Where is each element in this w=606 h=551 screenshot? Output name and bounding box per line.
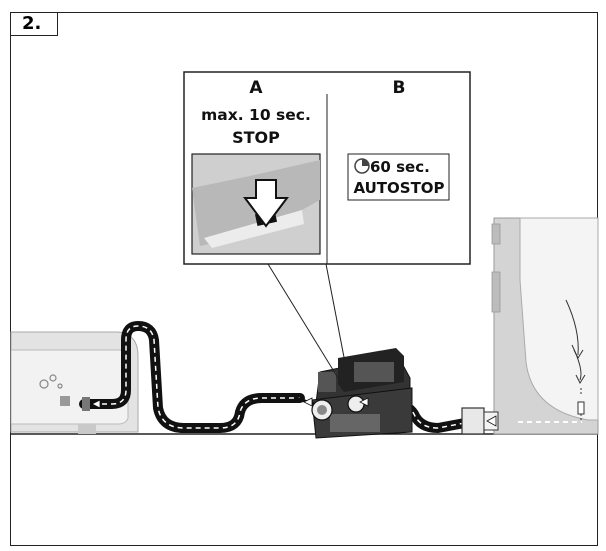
- pool: [491, 217, 599, 435]
- panel-a-label: A: [249, 78, 263, 98]
- callout-leader: [267, 263, 339, 379]
- down-arrow-icon: [243, 179, 289, 228]
- step-number: 2.: [10, 12, 58, 36]
- stop-button-inset: [191, 153, 321, 255]
- flow-arrow-icon: [486, 415, 497, 427]
- bubble-icon: [39, 379, 49, 389]
- panel-a-stop: STOP: [232, 128, 280, 147]
- panel-b-autostop: AUTOSTOP: [353, 179, 445, 197]
- panel-b-timer: 60 sec.: [370, 158, 430, 176]
- pump: [295, 348, 413, 439]
- callout-leader: [325, 263, 349, 379]
- panel-a-duration: max. 10 sec.: [201, 106, 311, 124]
- flow-arrow-icon: [359, 397, 369, 407]
- flow-arrow-icon: [303, 397, 313, 407]
- timer-icon: [354, 158, 370, 174]
- bathtub: [10, 331, 139, 434]
- flow-arrow-icon: [91, 399, 101, 409]
- flow-arrow-icon: [565, 299, 579, 356]
- hose-connectors: [82, 397, 499, 435]
- bubble-icon: [49, 374, 57, 382]
- flow-arrow-icon: [571, 344, 582, 381]
- bubble-icon: [57, 383, 63, 389]
- panel-b-label: B: [392, 78, 406, 98]
